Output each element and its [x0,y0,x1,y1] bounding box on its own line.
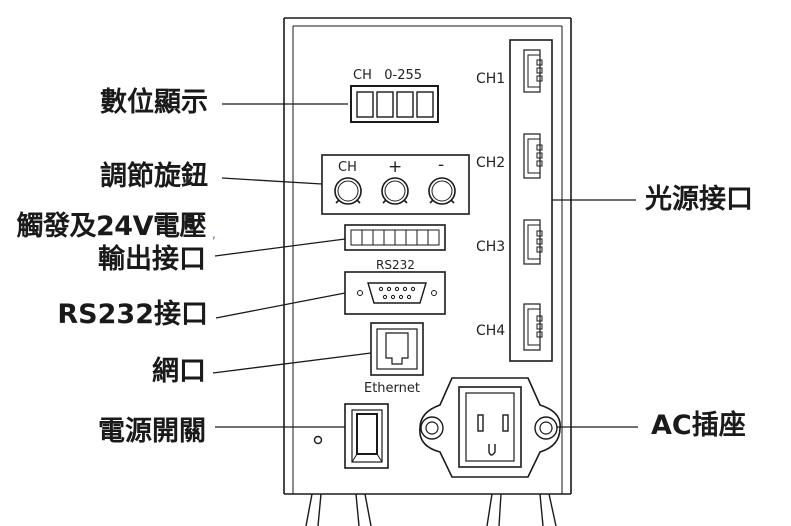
indicator-led [313,435,323,445]
channel-connector-1 [523,49,543,93]
callout-digital-display: 數位顯示 [100,87,208,118]
callout-light-source-port: 光源接口 [645,184,753,215]
ethernet-label: Ethernet [364,381,420,396]
knob-plus-label: + [388,157,402,177]
digital-display [350,85,439,123]
callout-network-port: 網口 [152,356,206,387]
feet [305,493,557,526]
callout-adjust-knobs: 調節旋鈕 [100,161,208,192]
knob-panel [321,154,470,215]
light-source-strip [509,39,553,362]
ac-socket [419,377,561,478]
leader-terminal [214,238,346,257]
power-switch [344,403,389,469]
knob-minus [428,177,456,205]
knob-minus-label: - [438,155,444,175]
leader-network [212,352,372,374]
callout-trigger-24v-line2: 輸出接口 [98,244,206,275]
callout-power-switch: 電源開關 [98,416,206,447]
rs232-label: RS232 [376,258,415,272]
channel-label-2: CH2 [476,155,505,171]
leader-lines [212,103,638,428]
channel-label-1: CH1 [476,71,505,87]
channel-connector-3 [523,219,543,265]
callout-rs232-port: RS232接口 [57,299,208,330]
channel-connector-2 [523,133,543,179]
ethernet-port [370,322,424,376]
channel-label-4: CH4 [476,323,505,339]
leader-knobs [221,177,323,185]
channel-label-3: CH3 [476,239,505,255]
rs232-port [344,271,446,315]
knob-ch-label: CH [338,160,357,175]
knob-ch [334,177,362,205]
callout-trigger-24v-line1: 觸發及24V電壓 [16,211,207,242]
leader-rs232 [215,292,346,319]
stray-mark: , [212,227,216,241]
terminal-block [344,224,446,251]
display-header-label: CH 0-255 [353,68,422,83]
knob-plus [381,177,409,205]
callout-ac-socket: AC插座 [651,410,746,441]
channel-connector-4 [523,303,543,351]
